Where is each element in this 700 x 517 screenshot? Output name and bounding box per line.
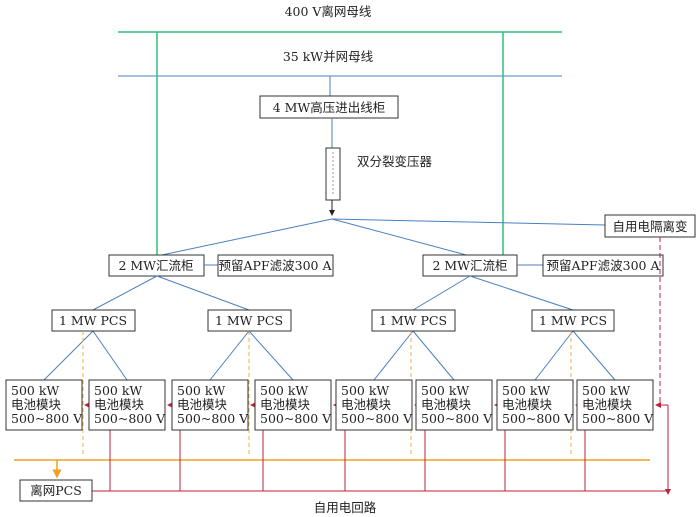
hv-cabinet-label: 4 MW高压进出线柜 xyxy=(273,100,386,115)
battery-module-l1: 500 kW xyxy=(11,383,59,398)
battery-module-l3: 500~800 V xyxy=(260,411,332,426)
offgrid-bus-label: 400 V离网母线 xyxy=(285,4,372,19)
pcs-label: 1 MW PCS xyxy=(379,313,447,328)
battery-module-l2: 电池模块 xyxy=(94,397,145,412)
battery-module-l2: 电池模块 xyxy=(260,397,311,412)
pcs-box xyxy=(51,309,136,332)
battery-module-l3: 500~800 V xyxy=(421,411,493,426)
apf-label: 预留APF滤波300 A xyxy=(547,258,661,273)
battery-module-l3: 500~800 V xyxy=(582,411,654,426)
battery-module-l2: 电池模块 xyxy=(502,397,553,412)
battery-module-l1: 500 kW xyxy=(260,383,308,398)
battery-module-l1: 500 kW xyxy=(177,383,225,398)
battery-module-l2: 电池模块 xyxy=(421,397,472,412)
battery-module-l1: 500 kW xyxy=(582,383,630,398)
battery-module-l3: 500~800 V xyxy=(177,411,249,426)
battery-module-box xyxy=(171,379,249,431)
battery-module-l2: 电池模块 xyxy=(11,397,62,412)
battery-module-box xyxy=(496,379,574,431)
battery-module-l3: 500~800 V xyxy=(11,411,83,426)
apf-box xyxy=(542,254,664,277)
pcs-box xyxy=(531,309,615,332)
battery-module-l3: 500~800 V xyxy=(341,411,413,426)
pcs-group: 1 MW PCS 1 MW PCS 1 MW PCS 1 MW PCS xyxy=(51,309,615,332)
battery-module-box xyxy=(254,379,332,431)
isolation-transformer-label: 自用电隔离变 xyxy=(612,219,687,234)
battery-module-box xyxy=(415,379,493,431)
pcs-box xyxy=(371,309,456,332)
battery-module-box xyxy=(335,379,413,431)
battery-module-l1: 500 kW xyxy=(421,383,469,398)
isolation-transformer-box xyxy=(604,214,696,238)
apf-box xyxy=(217,254,334,277)
offgrid-pcs-label: 离网PCS xyxy=(30,483,82,498)
battery-module-l2: 电池模块 xyxy=(341,397,392,412)
battery-module-box xyxy=(576,379,654,431)
self-power-loop-label: 自用电回路 xyxy=(314,500,377,515)
apf-label: 预留APF滤波300 A xyxy=(219,258,333,273)
pcs-label: 1 MW PCS xyxy=(59,313,127,328)
battery-module-l1: 500 kW xyxy=(341,383,389,398)
battery-module-l1: 500 kW xyxy=(94,383,142,398)
offgrid-pcs-box xyxy=(19,479,93,502)
battery-module-l2: 电池模块 xyxy=(177,397,228,412)
transformer-label: 双分裂变压器 xyxy=(357,154,433,169)
battery-module-l3: 500~800 V xyxy=(502,411,574,426)
hv-cabinet-box xyxy=(259,95,399,119)
battery-module-l3: 500~800 V xyxy=(94,411,166,426)
pcs-label: 1 MW PCS xyxy=(215,313,283,328)
grid-bus-label: 35 kW并网母线 xyxy=(283,49,374,64)
battery-module-box xyxy=(5,379,83,431)
battery-module-l2: 电池模块 xyxy=(582,397,633,412)
battery-module-box xyxy=(88,379,166,431)
battery-module-l1: 500 kW xyxy=(502,383,550,398)
combiner-label: 2 MW汇流柜 xyxy=(432,258,507,273)
pcs-label: 1 MW PCS xyxy=(539,313,607,328)
combiner-label: 2 MW汇流柜 xyxy=(118,258,193,273)
